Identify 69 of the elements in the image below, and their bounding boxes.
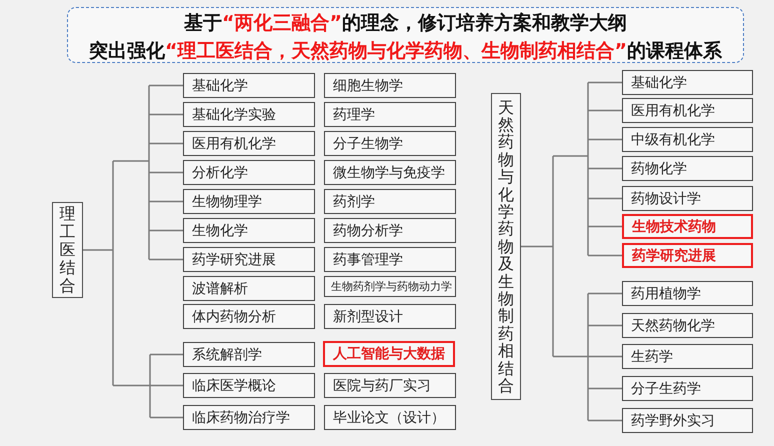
connector-line xyxy=(149,172,183,174)
course-box: 新剂型设计 xyxy=(324,304,456,329)
course-box: 医院与药厂实习 xyxy=(324,373,456,398)
course-box: 药用植物学 xyxy=(622,281,753,306)
course-box: 细胞生物学 xyxy=(324,73,456,98)
course-box: 波谱解析 xyxy=(183,276,315,301)
course-box: 基础化学实验 xyxy=(183,102,315,127)
course-box: 药事管理学 xyxy=(324,247,456,272)
connector-line xyxy=(150,354,183,356)
course-box: 药学研究进展 xyxy=(622,243,753,268)
course-box: 生药学 xyxy=(622,344,753,369)
connector-line xyxy=(149,142,183,144)
connector-line xyxy=(588,420,622,422)
connector-line xyxy=(588,388,622,390)
course-box: 体内药物分析 xyxy=(183,304,315,329)
course-box: 天然药物化学 xyxy=(622,313,753,338)
category-box: 天然药物与化学药物及生物制药相结合 xyxy=(491,93,521,400)
course-box: 临床医学概论 xyxy=(183,373,315,398)
connector-line xyxy=(112,84,150,260)
connector-line xyxy=(588,356,622,358)
connector-line xyxy=(149,258,183,260)
connector-line xyxy=(552,292,589,422)
course-box: 药物化学 xyxy=(622,156,753,181)
connector-line xyxy=(149,84,183,86)
course-box: 基础化学 xyxy=(183,73,315,98)
connector-line xyxy=(588,168,622,170)
connector-line xyxy=(588,226,622,228)
course-box: 医用有机化学 xyxy=(622,98,753,123)
connector-line xyxy=(588,198,622,200)
connector-line xyxy=(112,354,151,418)
course-box: 分析化学 xyxy=(183,160,315,185)
course-box: 生物物理学 xyxy=(183,189,315,214)
heading-text: 基于“两化三融合”的理念，修订培养方案和教学大纲 xyxy=(184,11,627,36)
course-box: 药学野外实习 xyxy=(622,408,753,433)
course-box: 毕业论文（设计） xyxy=(324,405,456,430)
course-box: 人工智能与大数据 xyxy=(323,341,455,367)
heading-box xyxy=(67,7,744,63)
connector-line xyxy=(588,292,622,294)
connector-line xyxy=(149,230,183,232)
course-box: 临床药物治疗学 xyxy=(183,405,315,430)
category-box: 理工医结合 xyxy=(52,202,83,298)
connector-line xyxy=(149,114,183,116)
course-box: 系统解剖学 xyxy=(183,342,315,367)
connector-line xyxy=(588,324,622,326)
connector-line xyxy=(552,82,589,256)
connector-line xyxy=(150,384,183,386)
connector-line xyxy=(588,138,622,140)
course-box: 药剂学 xyxy=(324,189,456,214)
course-box: 分子生药学 xyxy=(622,376,753,401)
connector-line xyxy=(588,82,622,84)
course-box: 医用有机化学 xyxy=(183,131,315,156)
course-box: 生物技术药物 xyxy=(622,214,753,239)
course-box: 药物分析学 xyxy=(324,218,456,243)
course-box: 生物药剂学与药物动力学 xyxy=(324,276,456,297)
course-box: 药理学 xyxy=(324,102,456,127)
connector-line xyxy=(588,110,622,112)
connector-line xyxy=(82,160,114,386)
course-box: 药学研究进展 xyxy=(183,247,315,272)
course-box: 基础化学 xyxy=(622,70,753,95)
course-box: 生物化学 xyxy=(183,218,315,243)
course-box: 中级有机化学 xyxy=(622,127,753,152)
connector-line xyxy=(588,254,622,256)
connector-line xyxy=(520,155,554,358)
connector-line xyxy=(150,416,183,418)
heading-text: 突出强化“理工医结合，天然药物与化学药物、生物制药相结合”的课程体系 xyxy=(89,39,722,64)
connector-line xyxy=(149,200,183,202)
course-box: 微生物学与免疫学 xyxy=(324,160,456,185)
course-box: 分子生物学 xyxy=(324,131,456,156)
course-box: 药物设计学 xyxy=(622,186,753,211)
